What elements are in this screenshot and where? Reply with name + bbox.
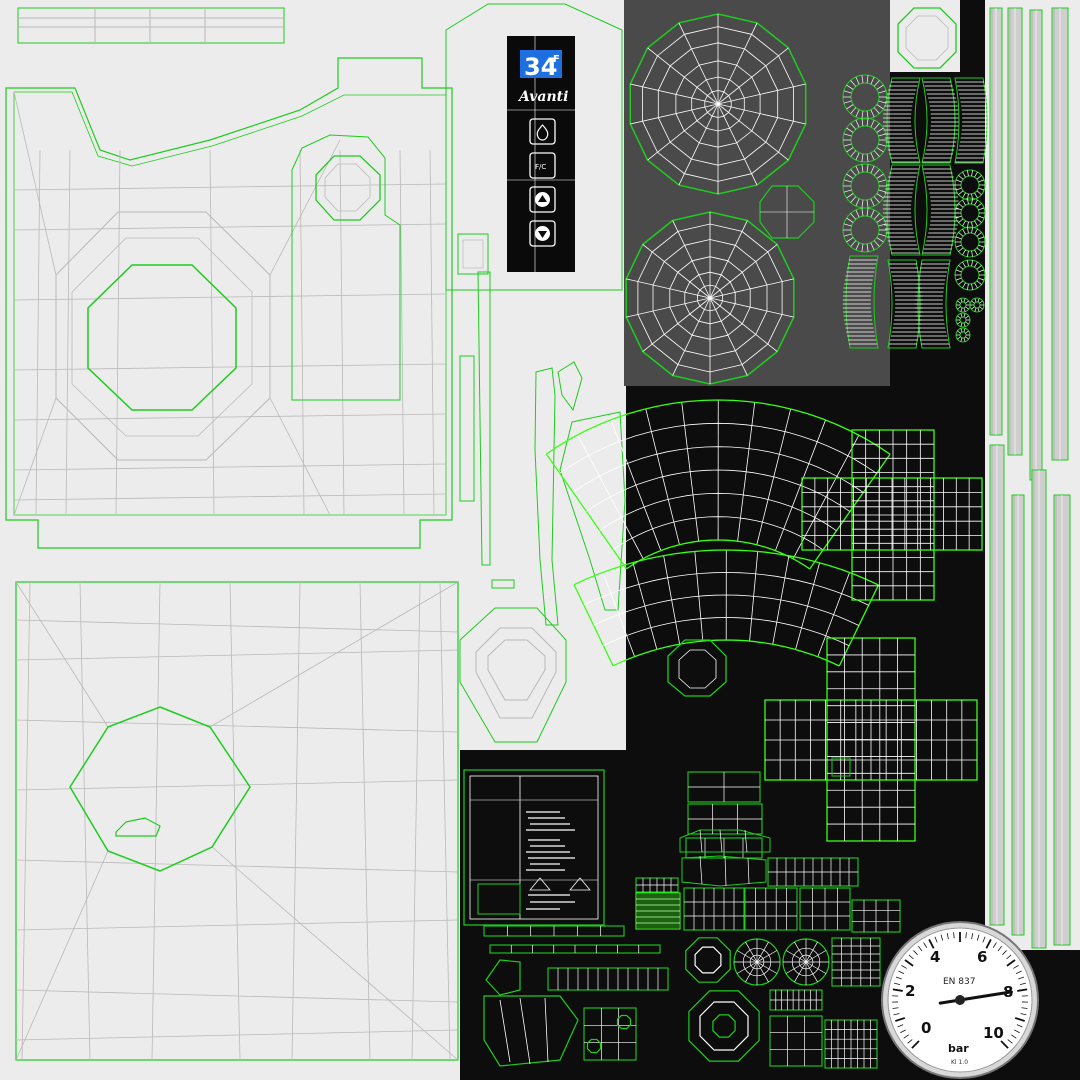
gauge-tick-2: 2 (905, 982, 915, 1000)
gauge-tick-4: 4 (930, 948, 940, 966)
gauge-standard: EN 837 (943, 977, 975, 987)
temperature-down-button[interactable] (529, 220, 556, 247)
gauge-tick-0: 0 (921, 1019, 931, 1037)
temperature-unit: F (553, 54, 560, 65)
control-panel-island: 34 F Avanti F/C (445, 3, 623, 291)
gauge-tick-6: 6 (977, 948, 987, 966)
top-strip-island (17, 7, 285, 44)
down-arrow-icon (538, 231, 547, 238)
pressure-gauge: 0 2 4 6 8 10 EN 837 bar Kl 1.0 (881, 921, 1039, 1079)
gauge-needle (938, 990, 1013, 1005)
label-plate-island (463, 769, 605, 926)
small-octagon-island (897, 7, 957, 69)
temperature-up-button[interactable] (529, 186, 556, 213)
gauge-class: Kl 1.0 (951, 1059, 968, 1066)
power-icon (536, 124, 549, 141)
gauge-unit: bar (948, 1042, 969, 1055)
ring-islands (842, 74, 991, 349)
fan-disc-islands (625, 13, 815, 385)
brand-logo: Avanti (517, 89, 568, 105)
bottom-panel-island (15, 581, 459, 1061)
gauge-tick-10: 10 (983, 1024, 1004, 1042)
cross-grid-island-large (764, 637, 978, 842)
temperature-value: 34 (524, 53, 557, 81)
fan-grid-islands (545, 399, 891, 697)
small-part-islands (483, 771, 901, 1069)
up-arrow-icon (538, 195, 547, 202)
unit-toggle-button[interactable]: F/C (529, 152, 556, 179)
temperature-display (520, 50, 562, 78)
vertical-strip-islands (989, 7, 1071, 949)
power-button[interactable] (529, 118, 556, 145)
unit-toggle-label: F/C (535, 163, 546, 171)
cross-grid-island (801, 429, 983, 601)
mid-strip-islands (457, 233, 626, 743)
top-panel-island (5, 57, 453, 549)
